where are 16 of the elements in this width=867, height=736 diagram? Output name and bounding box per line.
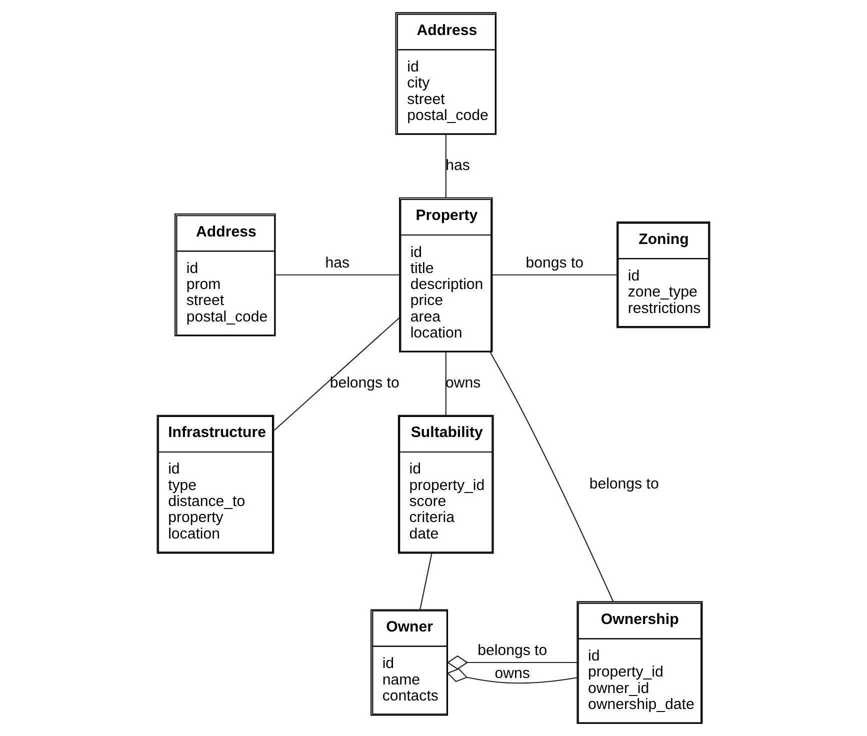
edge-label: has [446,157,470,174]
connector [492,274,617,276]
edge-label: owns [494,664,530,682]
connector [445,134,446,198]
edge-label: has [325,254,350,272]
connector [446,655,578,670]
connector [446,668,578,684]
connector [490,352,614,602]
edge-label: bongs to [526,254,584,272]
connector [420,553,432,610]
connector [275,274,400,276]
edge-label: belongs to [478,642,548,660]
connector [445,352,446,416]
edge-label: belongs to [589,475,659,492]
connector [273,317,400,432]
edge-label: belongs to [330,374,400,392]
